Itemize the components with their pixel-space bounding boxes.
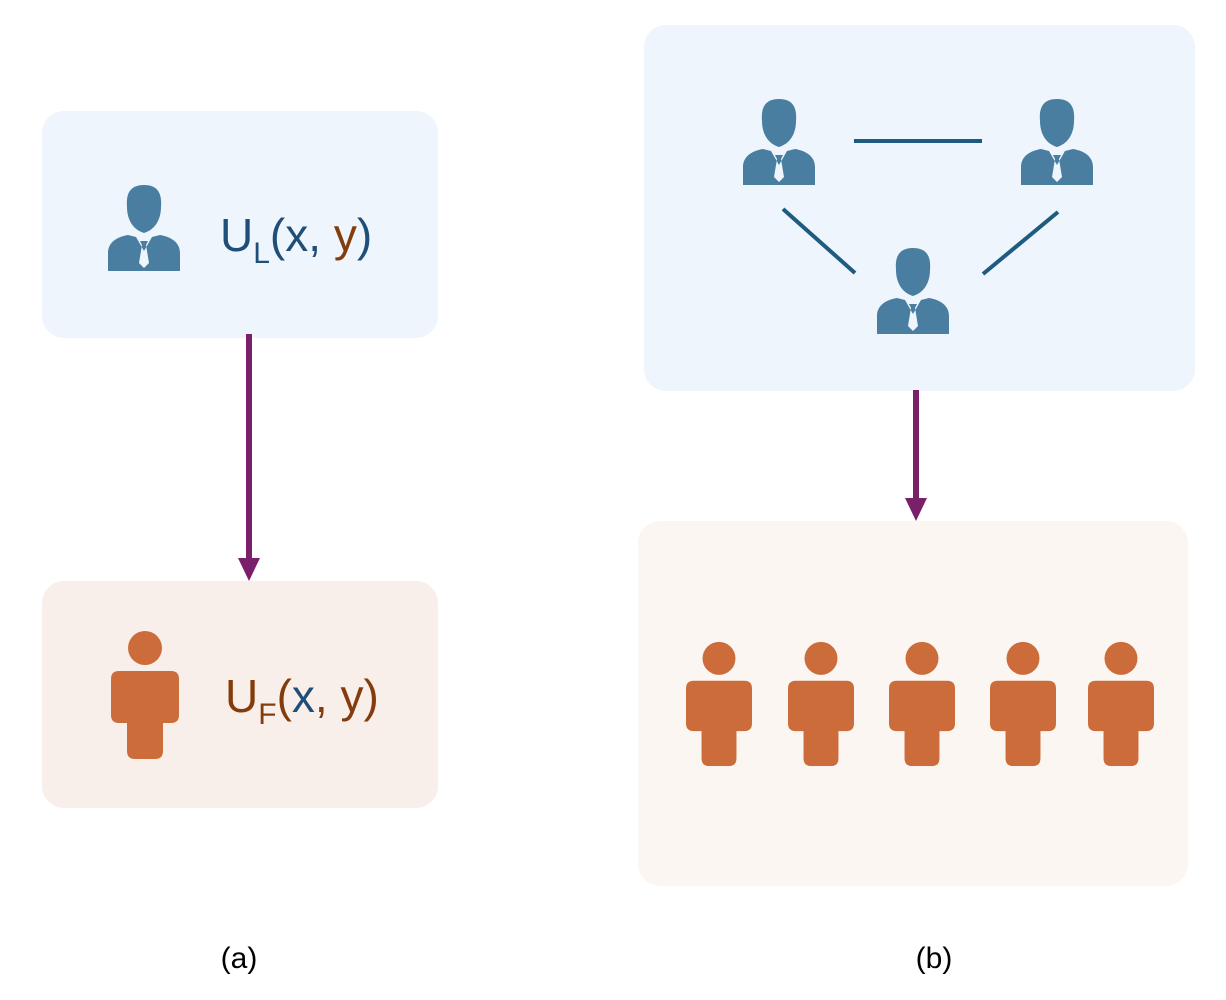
- formula-u: U: [220, 209, 254, 261]
- link-line-right: [981, 210, 1060, 276]
- formula-comma: ,: [308, 209, 334, 261]
- arrow-a: [238, 334, 260, 581]
- formula-open-paren: (: [269, 209, 286, 261]
- person-icon: [788, 640, 854, 768]
- person-icon: [686, 640, 752, 768]
- formula-comma: ,: [314, 670, 341, 722]
- formula-close-paren: ): [363, 670, 379, 722]
- panel-label-b: (b): [915, 942, 953, 975]
- leader-box-a: [42, 111, 438, 338]
- person-icon: [990, 640, 1056, 768]
- formula-subscript: L: [253, 237, 270, 270]
- formula-open-paren: (: [276, 670, 292, 722]
- formula-y: y: [333, 209, 357, 261]
- arrow-b: [905, 390, 927, 521]
- businessman-icon: [1017, 97, 1097, 185]
- formula-subscript: F: [258, 698, 277, 731]
- person-icon: [1088, 640, 1154, 768]
- formula-u: U: [225, 670, 259, 722]
- formula-x: x: [291, 670, 315, 722]
- leader-utility-formula: UL(x, y): [220, 209, 373, 269]
- businessman-icon: [739, 97, 819, 185]
- person-icon: [889, 640, 955, 768]
- link-line-left: [781, 207, 857, 275]
- businessman-icon: [873, 246, 953, 334]
- formula-close-paren: ): [356, 209, 373, 261]
- follower-box-a: [42, 581, 438, 808]
- follower-utility-formula: UF(x, y): [225, 670, 379, 730]
- formula-y: y: [340, 670, 364, 722]
- formula-x: x: [285, 209, 309, 261]
- panel-label-a: (a): [220, 942, 258, 975]
